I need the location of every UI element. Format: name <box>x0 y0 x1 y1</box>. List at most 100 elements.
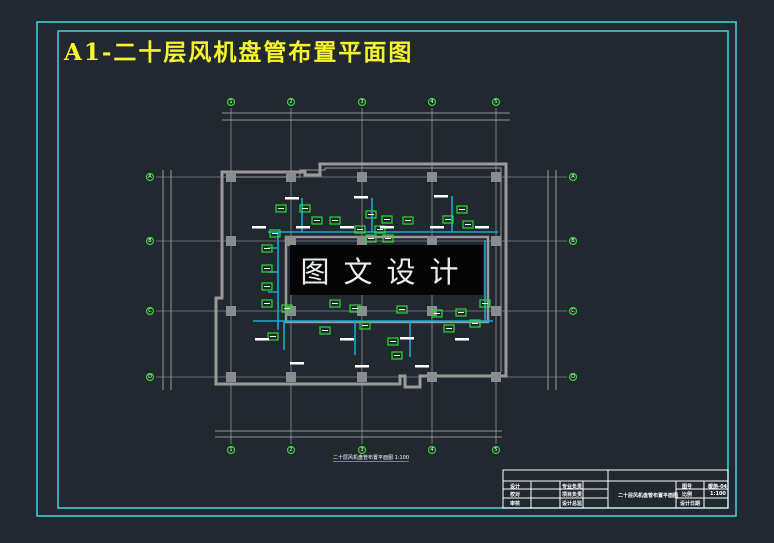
air-diffuser <box>475 226 489 229</box>
tb-mid-0: 专业负责 <box>562 484 583 490</box>
tb-label-design: 设计 <box>510 484 521 490</box>
air-diffuser <box>415 365 429 368</box>
fan-coil-unit <box>431 309 443 318</box>
tb-right-0: 图号 <box>682 484 693 490</box>
fan-coil-unit <box>311 216 323 225</box>
axis-bubble <box>145 172 155 182</box>
fan-coil-unit <box>349 304 361 313</box>
column <box>226 236 236 246</box>
axis-bubble <box>226 445 236 455</box>
axis-label: D <box>148 373 152 380</box>
fan-coil-unit <box>443 324 455 333</box>
air-diffuser <box>430 226 444 229</box>
column <box>491 236 501 246</box>
column <box>427 372 437 382</box>
column <box>427 236 437 246</box>
fan-coil-unit <box>391 351 403 360</box>
axis-label: 4 <box>430 446 434 453</box>
axis-bubble <box>568 306 578 316</box>
fan-coil-unit <box>365 234 377 243</box>
tb-value-0: 暖施-04 <box>708 484 728 490</box>
axis-bubbles <box>145 97 578 455</box>
column <box>226 372 236 382</box>
fan-coil-unit <box>354 225 366 234</box>
tb-label-review: 审核 <box>510 501 521 507</box>
watermark: 图文设计 <box>290 245 483 295</box>
fan-coil-unit <box>402 216 414 225</box>
structural-columns <box>226 172 501 382</box>
axis-label: B <box>148 237 152 244</box>
air-diffuser <box>434 195 448 198</box>
fan-coil-unit <box>365 210 377 219</box>
fan-coil-unit <box>261 299 273 308</box>
column <box>427 172 437 182</box>
fan-coil-unit <box>479 299 491 308</box>
fan-coil-unit <box>261 264 273 273</box>
axis-label: 5 <box>494 446 498 453</box>
tb-right-1: 比例 <box>682 492 693 498</box>
column <box>357 372 367 382</box>
axis-bubble <box>491 445 501 455</box>
column <box>286 236 296 246</box>
fan-coil-unit <box>329 216 341 225</box>
fan-coil-unit <box>359 321 371 330</box>
tb-value-1: 1:100 <box>710 491 726 497</box>
column <box>286 372 296 382</box>
inner-frame <box>57 30 729 509</box>
axis-bubble <box>427 445 437 455</box>
tb-drawing-name: 二十层风机盘管布置平面图 <box>618 493 679 499</box>
title-block-lines <box>502 469 729 509</box>
air-diffuser <box>255 338 269 341</box>
axis-label: 2 <box>289 446 293 453</box>
air-diffuser <box>354 196 368 199</box>
axis-label: 1 <box>229 446 233 453</box>
axis-bubble <box>427 97 437 107</box>
column <box>357 172 367 182</box>
column <box>491 172 501 182</box>
building-walls <box>214 162 508 389</box>
axis-bubble <box>568 372 578 382</box>
fan-coil-unit <box>382 234 394 243</box>
air-diffuser <box>340 338 354 341</box>
axis-bubble <box>145 306 155 316</box>
fan-coil-unit <box>462 220 474 229</box>
fan-coil-unit <box>387 337 399 346</box>
air-diffuser <box>455 338 469 341</box>
air-diffuser <box>355 365 369 368</box>
fan-coil-unit <box>299 204 311 213</box>
air-diffuser <box>380 226 394 229</box>
axis-bubble <box>357 445 367 455</box>
axis-label: C <box>571 307 575 314</box>
axis-label: D <box>571 373 575 380</box>
fan-coil-unit <box>456 205 468 214</box>
column <box>286 306 296 316</box>
column <box>357 236 367 246</box>
fan-coil-unit <box>281 304 293 313</box>
tb-mid-2: 设计总监 <box>562 501 583 507</box>
air-diffuser <box>252 226 266 229</box>
axis-label: 4 <box>430 98 434 105</box>
fan-coil-unit <box>469 319 481 328</box>
column <box>491 372 501 382</box>
axis-bubble <box>286 97 296 107</box>
axis-bubble <box>491 97 501 107</box>
axis-label: B <box>571 237 575 244</box>
fan-coil-unit <box>261 282 273 291</box>
air-diffuser <box>296 226 310 229</box>
axis-label: 3 <box>360 98 364 105</box>
outer-frame <box>36 21 737 517</box>
axis-label: 5 <box>494 98 498 105</box>
fan-coil-unit <box>261 244 273 253</box>
axis-label: A <box>148 173 152 180</box>
air-diffuser <box>400 337 414 340</box>
axis-bubble <box>145 372 155 382</box>
axis-label: 2 <box>289 98 293 105</box>
axis-bubble <box>568 172 578 182</box>
fcu-pipes <box>253 196 498 357</box>
air-diffuser <box>340 226 354 229</box>
axis-bubble <box>145 236 155 246</box>
fan-coil-unit <box>319 326 331 335</box>
tb-right-2: 设计日期 <box>680 501 701 507</box>
fan-coil-unit <box>396 305 408 314</box>
